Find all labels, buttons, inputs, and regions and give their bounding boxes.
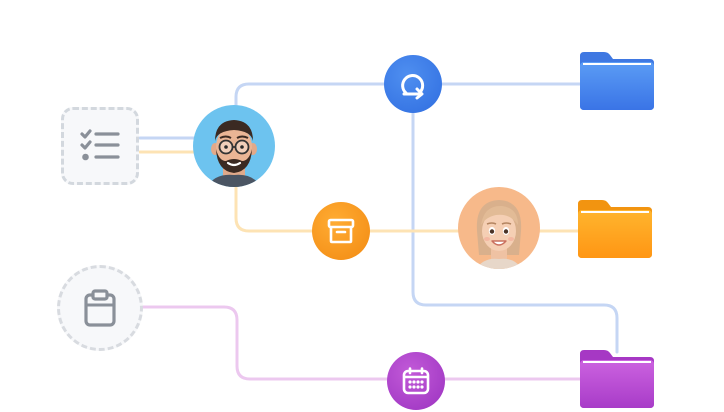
folder-icon-blue[interactable] (580, 52, 654, 110)
connector-man-archive (234, 186, 316, 233)
user-avatar-woman[interactable] (458, 187, 540, 269)
connector-clipboard-calendar (141, 305, 391, 381)
memoji-man-avatar (207, 120, 261, 187)
user-avatar-man[interactable] (193, 105, 275, 187)
checklist-icon (80, 129, 120, 161)
archive-box-icon (327, 218, 355, 244)
folder-icon-purple[interactable] (580, 350, 654, 408)
sync-icon (401, 74, 425, 100)
calendar-icon (402, 367, 430, 395)
connector-sync-folder-purple (411, 110, 619, 354)
sync-action-node[interactable] (384, 55, 442, 113)
folder-icon-orange[interactable] (578, 200, 652, 258)
clipboard-icon (84, 289, 116, 327)
connector-man-sync (234, 82, 388, 108)
task-list-placeholder[interactable] (61, 107, 139, 185)
archive-action-node[interactable] (312, 202, 370, 260)
calendar-action-node[interactable] (387, 352, 445, 410)
memoji-woman-avatar (476, 200, 522, 269)
clipboard-placeholder[interactable] (57, 265, 143, 351)
